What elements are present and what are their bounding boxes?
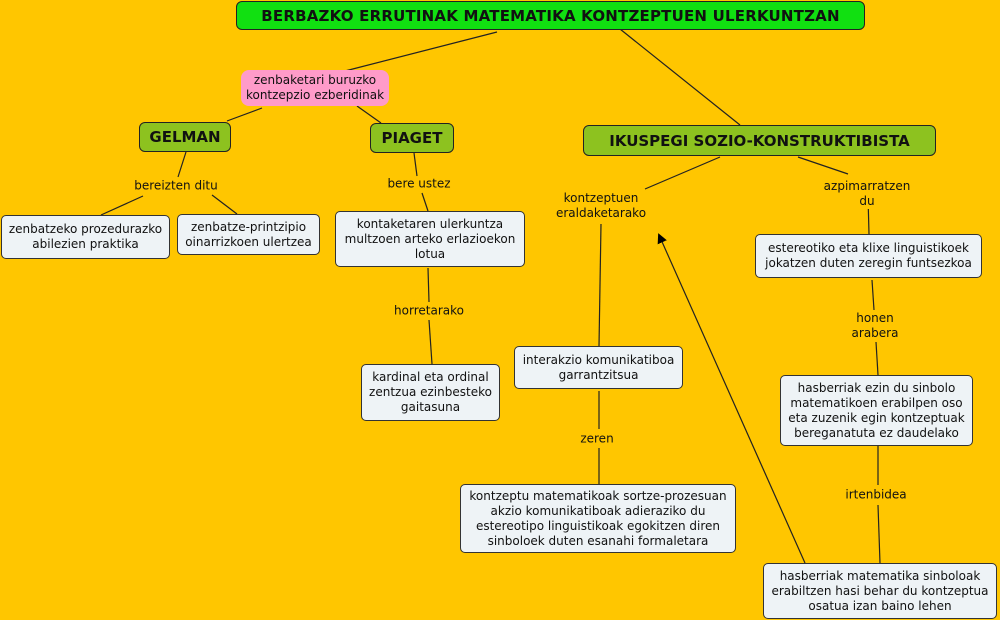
link-ustez-a [421, 192, 429, 212]
link-title-pink [340, 31, 498, 73]
link-label-honen: honen arabera [849, 311, 901, 341]
link-label-kontzeptuen: kontzeptuen eraldaketarako [553, 191, 649, 221]
link-bereizten-a [100, 195, 144, 216]
concept-gelman-a-text: zenbatzeko prozedurazko abilezien prakti… [8, 222, 163, 251]
concept-hasberriak-ezin-text: hasberriak ezin du sinbolo matematikoen … [788, 380, 965, 440]
map-title-text: BERBAZKO ERRUTINAK MATEMATIKA KONTZEPTUE… [261, 6, 840, 25]
concept-piaget-a[interactable]: kontaketaren ulerkuntza multzoen arteko … [335, 211, 525, 267]
concept-ikuspegi[interactable]: IKUSPEGI SOZIO-KONSTRUKTIBISTA [583, 125, 936, 156]
concept-interakzio[interactable]: interakzio komunikatiboa garrantzitsua [514, 346, 683, 389]
concept-gelman-text: GELMAN [149, 128, 221, 146]
concept-piaget-b[interactable]: kardinal eta ordinal zentzua ezinbesteko… [361, 364, 500, 421]
link-label-zeren: zeren [578, 431, 616, 447]
link-pink-piaget [356, 105, 382, 124]
link-bereizten-b [211, 194, 238, 215]
link-title-ikuspegi [619, 28, 741, 126]
concept-zenbaketari[interactable]: zenbaketari buruzko kontzepzio ezberidin… [241, 70, 389, 106]
concept-gelman[interactable]: GELMAN [139, 122, 231, 152]
link-label-irtenbidea: irtenbidea [843, 487, 909, 503]
link-estereotiko-honen [871, 279, 875, 311]
concept-estereotiko-text: estereotiko eta klixe linguistikoek joka… [765, 241, 972, 270]
link-honen-hasberriak [875, 341, 879, 376]
concept-kontzeptu[interactable]: kontzeptu matematikoak sortze-prozesuan … [460, 484, 736, 553]
link-pink-gelman [226, 107, 263, 122]
map-title[interactable]: BERBAZKO ERRUTINAK MATEMATIKA KONTZEPTUE… [236, 1, 865, 30]
arrow-mat-to-kontzeptuen [657, 233, 806, 564]
concept-piaget-text: PIAGET [381, 129, 443, 147]
concept-hasberriak-ezin[interactable]: hasberriak ezin du sinbolo matematikoen … [780, 375, 973, 446]
link-label-bereizten: bereizten ditu [132, 178, 220, 194]
link-label-azpimarratzen: azpimarratzen du [821, 179, 913, 209]
concept-kontzeptu-text: kontzeptu matematikoak sortze-prozesuan … [469, 488, 727, 548]
link-gelman-bereizten [177, 151, 187, 178]
concept-interakzio-text: interakzio komunikatiboa garrantzitsua [522, 352, 675, 382]
concept-piaget-b-text: kardinal eta ordinal zentzua ezinbesteko… [369, 370, 492, 414]
concept-zenbaketari-text: zenbaketari buruzko kontzepzio ezberidin… [245, 73, 385, 102]
link-label-bere-ustez: bere ustez [385, 176, 453, 192]
link-ikuspegi-azpimarratzen [797, 156, 849, 175]
link-ikuspegi-kontzeptuen [644, 156, 721, 190]
link-a-horretarako [427, 267, 430, 303]
concept-gelman-a[interactable]: zenbatzeko prozedurazko abilezien prakti… [1, 215, 170, 259]
concept-piaget[interactable]: PIAGET [370, 123, 454, 153]
link-horretarako-b [428, 319, 433, 365]
link-kontzeptuen-interakzio [598, 223, 602, 347]
link-piaget-ustez [413, 152, 418, 177]
concept-estereotiko[interactable]: estereotiko eta klixe linguistikoek joka… [755, 234, 982, 278]
link-label-horretarako: horretarako [392, 303, 466, 319]
concept-hasberriak-mat[interactable]: hasberriak matematika sinboloak erabiltz… [763, 563, 997, 619]
concept-gelman-b-text: zenbatze-printzipio oinarrizkoen ulertze… [185, 219, 312, 249]
concept-gelman-b[interactable]: zenbatze-printzipio oinarrizkoen ulertze… [177, 214, 320, 255]
concept-ikuspegi-text: IKUSPEGI SOZIO-KONSTRUKTIBISTA [609, 131, 910, 150]
concept-hasberriak-mat-text: hasberriak matematika sinboloak erabiltz… [771, 568, 989, 613]
link-irtenbidea-mat [877, 504, 881, 564]
concept-piaget-a-text: kontaketaren ulerkuntza multzoen arteko … [344, 216, 516, 261]
